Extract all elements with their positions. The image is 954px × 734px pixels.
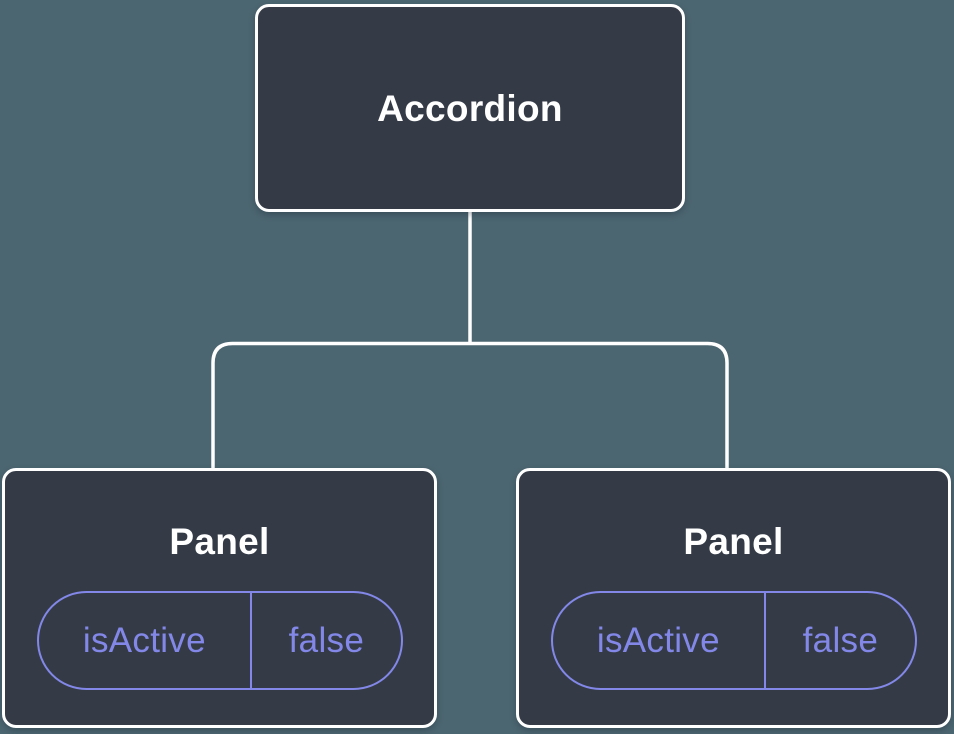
tree-node-panel-1: Panel isActive false	[2, 468, 437, 728]
node-label-panel-1: Panel	[169, 521, 270, 562]
prop-name: isActive	[39, 593, 253, 688]
prop-value: false	[288, 620, 365, 660]
prop-name: isActive	[553, 593, 767, 688]
tree-node-panel-2: Panel isActive false	[516, 468, 951, 728]
node-label-accordion: Accordion	[377, 87, 563, 129]
tree-node-accordion: Accordion	[255, 4, 685, 212]
prop-value: false	[802, 620, 879, 660]
node-label-panel-2: Panel	[683, 521, 784, 562]
prop-pill-panel-2: isActive false	[550, 591, 917, 690]
connector-bracket	[211, 341, 729, 470]
prop-pill-panel-1: isActive false	[36, 591, 403, 690]
